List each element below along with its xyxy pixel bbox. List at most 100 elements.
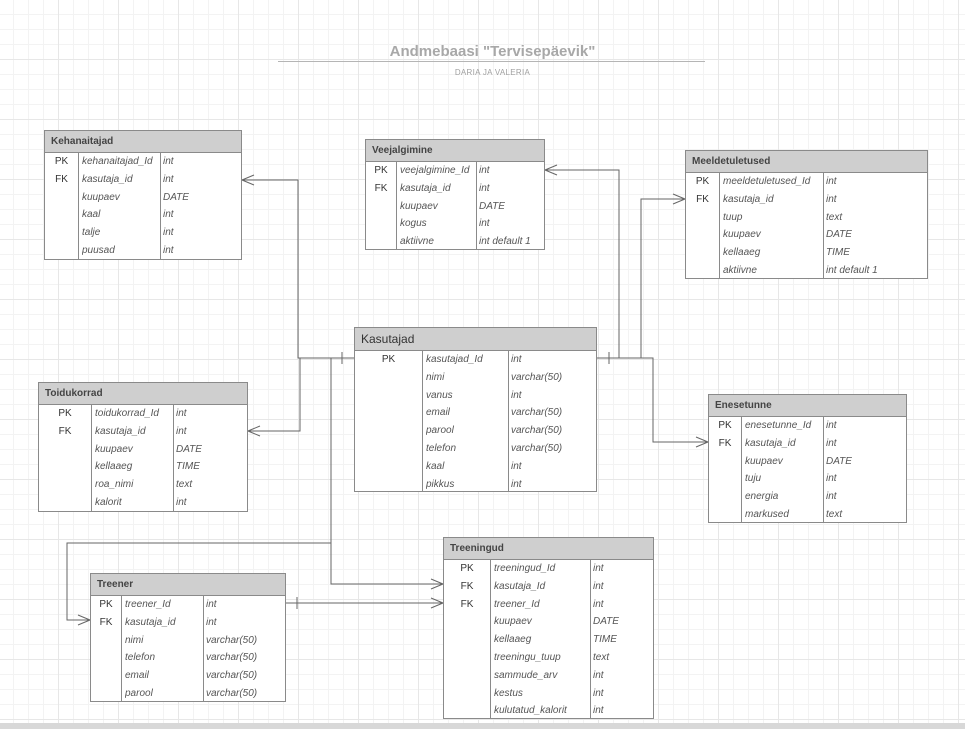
- attribute-name: parool: [426, 425, 454, 437]
- attribute-type: int: [479, 182, 490, 194]
- key-marker: FK: [460, 598, 474, 610]
- key-marker: FK: [460, 580, 474, 592]
- attribute-row[interactable]: kogus int: [366, 215, 544, 233]
- attribute-row[interactable]: vanus int: [355, 387, 596, 405]
- attribute-name: nimi: [125, 634, 144, 646]
- attribute-name: kasutaja_id: [82, 173, 133, 185]
- attribute-name: kuupaev: [723, 229, 761, 241]
- attribute-name: kulutatud_kalorit: [494, 705, 567, 717]
- attribute-name: kasutaja_Id: [494, 580, 546, 592]
- attribute-name: kasutaja_id: [723, 193, 774, 205]
- attribute-type: int: [826, 420, 837, 431]
- column-divider: [508, 351, 509, 491]
- canvas-bottom-scrollbar[interactable]: [0, 723, 965, 729]
- attribute-type: text: [826, 211, 843, 223]
- attribute-type: int default 1: [826, 264, 878, 276]
- attribute-type: int: [206, 599, 217, 610]
- attribute-type: int: [511, 389, 522, 401]
- attribute-type: int: [826, 193, 837, 205]
- attribute-type: text: [826, 508, 843, 520]
- attribute-type: int: [593, 563, 604, 574]
- attribute-name: treeningu_tuup: [494, 651, 561, 663]
- attribute-name: treener_Id: [125, 599, 171, 610]
- diagram-title: Andmebaasi "Tervisepäevik": [389, 43, 596, 60]
- attribute-type: int: [479, 218, 490, 230]
- attribute-name: vanus: [426, 389, 453, 401]
- key-marker: FK: [374, 182, 388, 194]
- key-marker: PK: [718, 420, 732, 431]
- key-marker: PK: [54, 156, 69, 167]
- key-marker: PK: [381, 354, 396, 365]
- key-marker: FK: [58, 425, 72, 437]
- attribute-name: kellaaeg: [95, 461, 133, 473]
- title-divider: [278, 61, 705, 62]
- attribute-name: kogus: [400, 218, 427, 230]
- attribute-name: puusad: [82, 244, 115, 256]
- attribute-type: int: [511, 460, 522, 472]
